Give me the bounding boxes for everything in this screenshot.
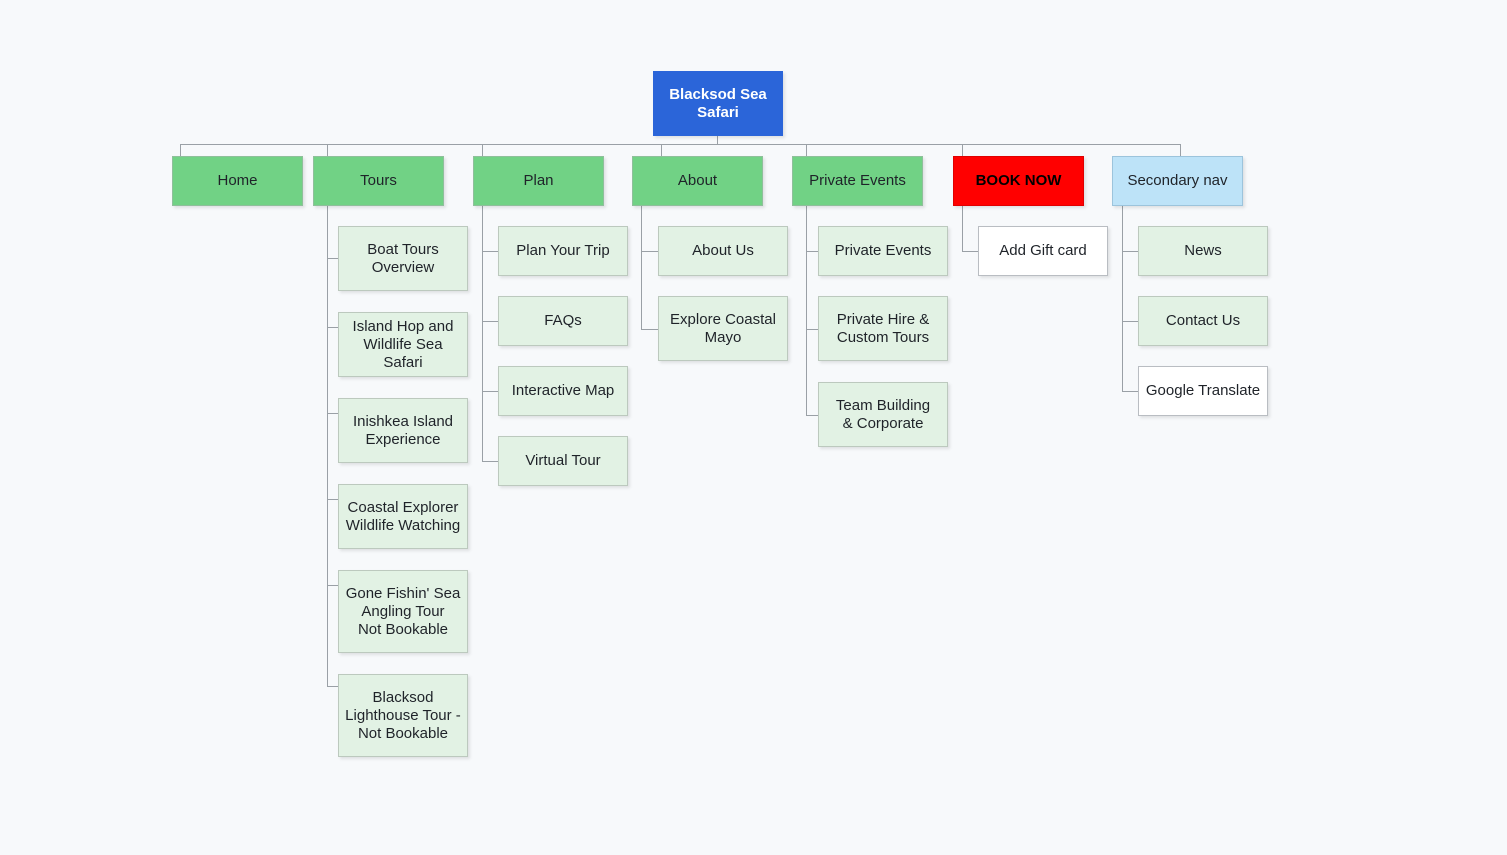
connector-secondary-nav-trunk: [1122, 206, 1123, 391]
connector-book-now-trunk: [962, 206, 963, 252]
connector-tours-stub-3: [327, 413, 338, 414]
node-nav-secondary-nav[interactable]: Secondary nav: [1112, 156, 1243, 206]
node-root-blacksod-sea-safari[interactable]: Blacksod Sea Safari: [653, 71, 783, 136]
node-plan-child-plan-your-trip[interactable]: Plan Your Trip: [498, 226, 628, 276]
connector-root-drop: [717, 136, 718, 145]
node-plan-child-virtual-tour[interactable]: Virtual Tour: [498, 436, 628, 486]
connector-plan-stub-3: [482, 391, 498, 392]
connector-plan-trunk: [482, 206, 483, 461]
connector-private-events-stub-1: [806, 251, 818, 252]
connector-bus-to-home: [180, 144, 181, 156]
node-tours-child-island-hop-and-wildlife-sea-safari[interactable]: Island Hop and Wildlife Sea Safari: [338, 312, 468, 377]
connector-tours-trunk: [327, 206, 328, 686]
connector-bus-to-plan: [482, 144, 483, 156]
node-tours-child-blacksod-lighthouse-tour[interactable]: Blacksod Lighthouse Tour - Not Bookable: [338, 674, 468, 757]
connector-bus-to-private-events: [806, 144, 807, 156]
node-secondary-nav-child-news[interactable]: News: [1138, 226, 1268, 276]
connector-about-stub-2: [641, 329, 658, 330]
node-nav-plan[interactable]: Plan: [473, 156, 604, 206]
node-private-events-child-private-hire-custom-tours[interactable]: Private Hire & Custom Tours: [818, 296, 948, 361]
node-nav-about[interactable]: About: [632, 156, 763, 206]
connector-tours-stub-5: [327, 585, 338, 586]
node-plan-child-faqs[interactable]: FAQs: [498, 296, 628, 346]
connector-secondary-nav-stub-3: [1122, 391, 1138, 392]
connector-private-events-trunk: [806, 206, 807, 415]
connector-plan-stub-1: [482, 251, 498, 252]
connector-tours-stub-2: [327, 327, 338, 328]
connector-bus-to-book-now: [962, 144, 963, 156]
connector-tours-stub-6: [327, 686, 338, 687]
node-private-events-child-team-building-corporate[interactable]: Team Building & Corporate: [818, 382, 948, 447]
node-nav-tours[interactable]: Tours: [313, 156, 444, 206]
node-private-events-child-private-events[interactable]: Private Events: [818, 226, 948, 276]
node-secondary-nav-child-google-translate[interactable]: Google Translate: [1138, 366, 1268, 416]
connector-secondary-nav-stub-1: [1122, 251, 1138, 252]
node-tours-child-inishkea-island-experience[interactable]: Inishkea Island Experience: [338, 398, 468, 463]
node-nav-private-events[interactable]: Private Events: [792, 156, 923, 206]
connector-plan-stub-4: [482, 461, 498, 462]
node-tours-child-coastal-explorer-wildlife-watching[interactable]: Coastal Explorer Wildlife Watching: [338, 484, 468, 549]
connector-tours-stub-4: [327, 499, 338, 500]
node-tours-child-gone-fishin-sea-angling-tour[interactable]: Gone Fishin' Sea Angling Tour Not Bookab…: [338, 570, 468, 653]
connector-tours-stub-1: [327, 258, 338, 259]
connector-bus-to-secondary-nav: [1180, 144, 1181, 156]
connector-about-trunk: [641, 206, 642, 329]
node-nav-book-now[interactable]: BOOK NOW: [953, 156, 1084, 206]
node-secondary-nav-child-contact-us[interactable]: Contact Us: [1138, 296, 1268, 346]
connector-bus-to-about: [661, 144, 662, 156]
connector-secondary-nav-stub-2: [1122, 321, 1138, 322]
connector-book-now-stub-1: [962, 251, 978, 252]
connector-root-bus: [180, 144, 1180, 145]
node-nav-home[interactable]: Home: [172, 156, 303, 206]
connector-private-events-stub-2: [806, 329, 818, 330]
node-about-child-about-us[interactable]: About Us: [658, 226, 788, 276]
connector-plan-stub-2: [482, 321, 498, 322]
node-plan-child-interactive-map[interactable]: Interactive Map: [498, 366, 628, 416]
node-tours-child-boat-tours-overview[interactable]: Boat Tours Overview: [338, 226, 468, 291]
connector-about-stub-1: [641, 251, 658, 252]
node-about-child-explore-coastal-mayo[interactable]: Explore Coastal Mayo: [658, 296, 788, 361]
connector-private-events-stub-3: [806, 415, 818, 416]
connector-bus-to-tours: [327, 144, 328, 156]
node-book-now-child-add-gift-card[interactable]: Add Gift card: [978, 226, 1108, 276]
